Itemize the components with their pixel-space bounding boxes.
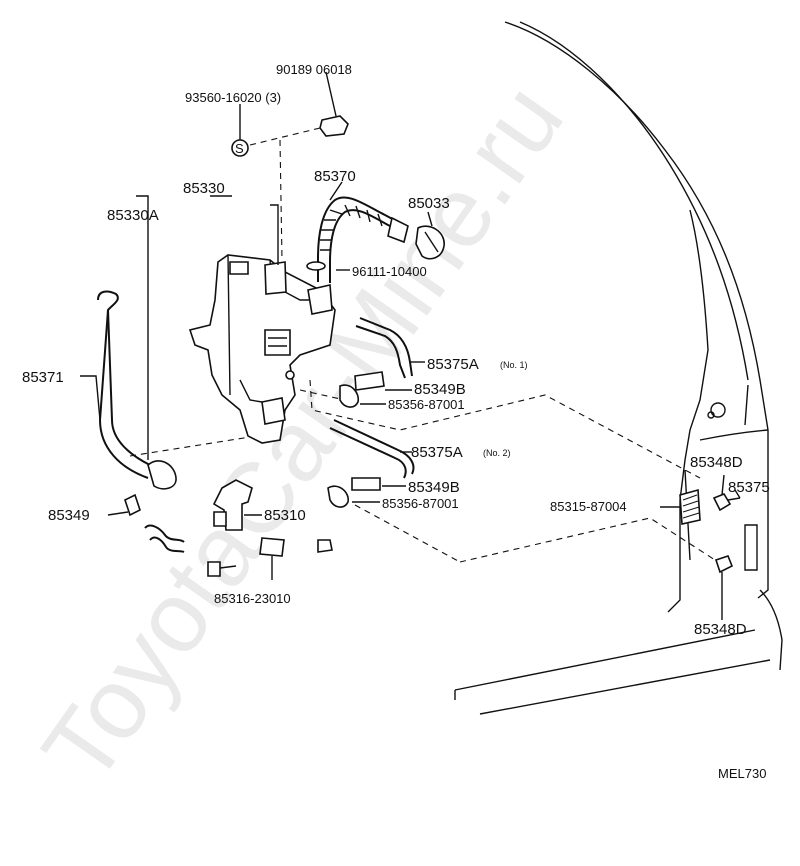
watermark-text: ToyotaCar-Mine.ru [21,65,585,803]
label-85330A: 85330A [107,207,159,224]
rear-nozzle-parts [679,488,741,574]
grommet-clip: S [231,115,349,157]
leader-lines [80,71,741,620]
label-85033: 85033 [408,195,450,212]
label-85371: 85371 [22,369,64,386]
label-85375A-1: 85375A [427,356,479,373]
vehicle-body-outline [454,21,783,715]
part-labels: 90189 06018 93560-16020 (3) 85330 85330A… [22,62,770,781]
hose-85375A-no1 [339,317,413,408]
label-85375A-2-note: (No. 2) [483,448,511,458]
label-85348D-2: 85348D [694,621,747,638]
filler-hose [306,196,445,315]
label-96111: 96111-10400 [352,264,427,279]
label-85375A-1-note: (No. 1) [500,360,528,370]
label-85349B-2: 85349B [408,479,460,496]
label-90189: 90189 06018 [276,62,352,77]
watermark: ToyotaCar-Mine.ru [21,65,585,803]
hose-85349 [124,493,185,553]
diagram-code: MEL730 [718,766,766,781]
label-85356-1: 85356-87001 [388,397,465,412]
label-85315: 85315-87004 [550,499,627,514]
label-85356-2: 85356-87001 [382,496,459,511]
label-93560: 93560-16020 (3) [185,90,281,105]
label-85375A-2: 85375A [411,444,463,461]
label-85310: 85310 [264,507,306,524]
hose-85371 [97,290,177,490]
label-85349B-1: 85349B [414,381,466,398]
label-85349: 85349 [48,507,90,524]
washer-pump [207,479,333,580]
hose-85375A-no2 [327,419,415,508]
label-85316: 85316-23010 [214,591,291,606]
dashed-leaders [129,127,716,563]
label-85348D-1: 85348D [690,454,743,471]
s-mark-label: S [235,141,244,156]
label-85370: 85370 [314,168,356,185]
label-85330: 85330 [183,180,225,197]
label-85375: 85375 [728,479,770,496]
